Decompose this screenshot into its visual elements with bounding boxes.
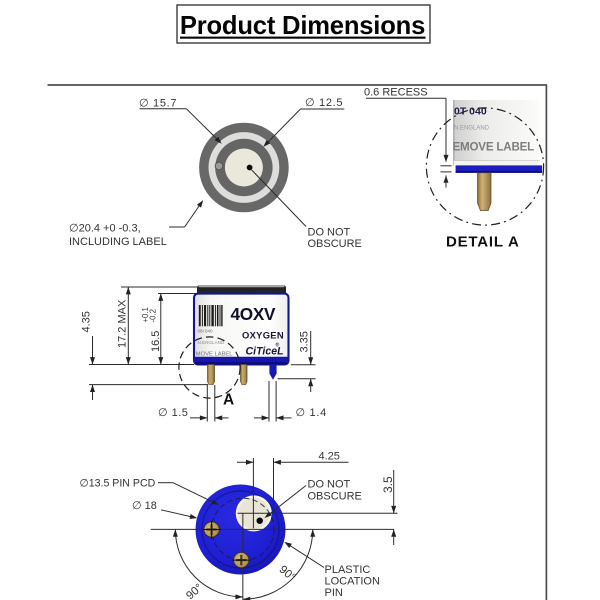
- svg-text:®: ®: [276, 342, 280, 349]
- svg-text:MOVE LABEL: MOVE LABEL: [196, 351, 234, 357]
- svg-text:∅20.4 +0 -0.3,: ∅20.4 +0 -0.3,: [69, 223, 141, 235]
- svg-text:∅13.5 PIN PCD: ∅13.5 PIN PCD: [80, 478, 156, 490]
- svg-text:DO NOT: DO NOT: [308, 227, 351, 239]
- svg-text:-0.2: -0.2: [148, 309, 157, 322]
- svg-text:PIN: PIN: [325, 587, 343, 599]
- svg-text:4OXV: 4OXV: [231, 304, 276, 324]
- svg-text:Product Dimensions: Product Dimensions: [180, 12, 425, 40]
- svg-text:08i 040: 08i 040: [198, 328, 214, 333]
- svg-text:4.35: 4.35: [81, 311, 93, 332]
- svg-text:EMOVE LABEL: EMOVE LABEL: [453, 141, 535, 154]
- svg-text:3.35: 3.35: [299, 331, 311, 352]
- svg-text:OBSCURE: OBSCURE: [308, 490, 362, 502]
- svg-text:0T 040: 0T 040: [454, 106, 487, 118]
- svg-text:PLASTIC: PLASTIC: [325, 564, 371, 576]
- svg-text:∅ 15.7: ∅ 15.7: [139, 98, 177, 110]
- svg-text:∅ 1.5: ∅ 1.5: [158, 407, 188, 419]
- svg-text:3.5: 3.5: [381, 476, 395, 493]
- svg-text:OBSCURE: OBSCURE: [308, 238, 362, 250]
- svg-text:16.5: 16.5: [150, 331, 162, 352]
- svg-text:+0.1: +0.1: [141, 307, 150, 322]
- svg-text:A: A: [223, 392, 234, 409]
- svg-text:17.2 MAX: 17.2 MAX: [117, 299, 129, 348]
- svg-text:LOCATION: LOCATION: [325, 575, 380, 587]
- svg-text:0.6 RECESS: 0.6 RECESS: [364, 87, 428, 99]
- svg-text:∅ 1.4: ∅ 1.4: [296, 407, 327, 419]
- svg-text:INCLUDING LABEL: INCLUDING LABEL: [69, 236, 167, 248]
- svg-text:OXYGEN: OXYGEN: [242, 330, 284, 341]
- svg-text:N.ENGLAND: N.ENGLAND: [454, 126, 490, 132]
- svg-text:∅ 12.5: ∅ 12.5: [305, 97, 343, 109]
- svg-text:DO NOT: DO NOT: [308, 478, 351, 490]
- svg-text:4.25: 4.25: [319, 451, 340, 463]
- svg-text:CiTiceL: CiTiceL: [246, 346, 284, 358]
- svg-text:∅ 18: ∅ 18: [132, 500, 157, 512]
- svg-text:DETAIL A: DETAIL A: [446, 234, 520, 251]
- svg-text:N.ENGLAND: N.ENGLAND: [198, 340, 225, 345]
